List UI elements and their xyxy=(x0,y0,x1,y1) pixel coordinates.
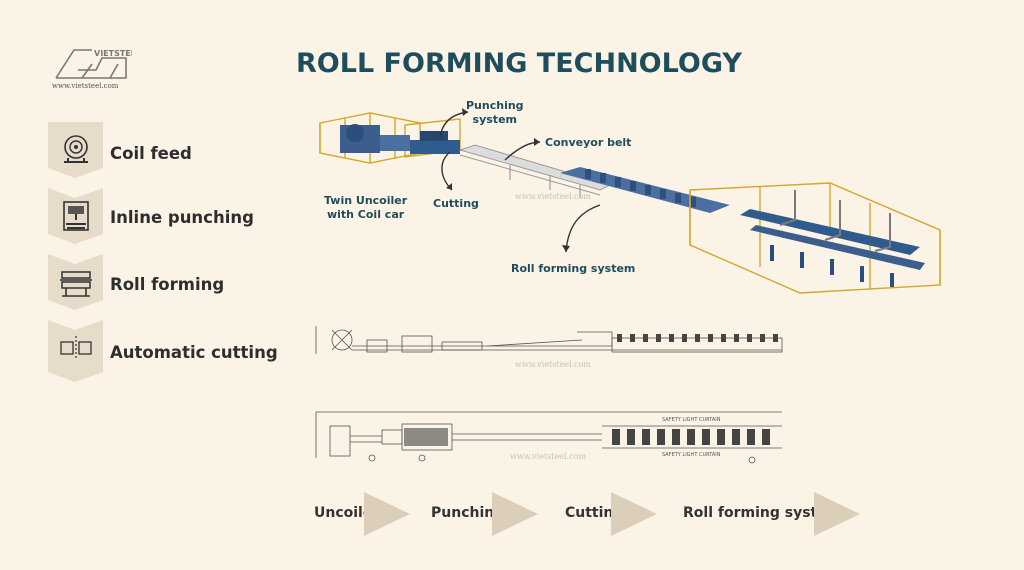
step-label: Roll forming xyxy=(110,275,225,294)
step-inline-punching xyxy=(48,188,103,244)
callout-arrows xyxy=(439,108,601,253)
step-label: Inline punching xyxy=(110,208,254,227)
chevron-shape xyxy=(48,320,103,382)
curtain-label-top: SAFETY LIGHT CURTAIN xyxy=(662,417,721,423)
watermark: www.vietsteel.com xyxy=(510,452,586,461)
brand-logo: VIETSTEEL xyxy=(52,44,132,92)
callout-conveyor-belt: Conveyor belt xyxy=(545,136,632,149)
logo-text: VIETSTEEL xyxy=(94,49,132,58)
side-elevation-drawing xyxy=(315,326,783,354)
step-roll-forming xyxy=(48,254,103,310)
roller-icon xyxy=(60,271,92,297)
watermark: www.vietsteel.com xyxy=(515,360,591,369)
flow-arrow-icon xyxy=(364,492,410,536)
page-title: ROLL FORMING TECHNOLOGY xyxy=(296,48,742,79)
step-label: Automatic cutting xyxy=(110,343,278,362)
callout-roll-forming-system: Roll forming system xyxy=(511,262,636,275)
press-icon xyxy=(63,201,89,231)
step-coil-feed xyxy=(48,122,103,178)
coil-icon xyxy=(64,135,88,163)
watermark: www.vietsteel.com xyxy=(515,192,591,201)
flow-label-roll-forming: Roll forming system xyxy=(683,505,842,521)
plan-view-drawing: SAFETY LIGHT CURTAIN SAFETY LIGHT CURTAI… xyxy=(315,411,782,464)
callout-cutting: Cutting xyxy=(433,197,479,210)
chevron-shape xyxy=(48,122,103,178)
step-label: Coil feed xyxy=(110,144,192,163)
curtain-label-bottom: SAFETY LIGHT CURTAIN xyxy=(662,452,721,458)
flow-arrow-icon xyxy=(814,492,860,536)
flow-arrow-icon xyxy=(611,492,657,536)
flow-label-punching: Punching xyxy=(431,505,505,521)
step-automatic-cutting xyxy=(48,320,103,382)
flow-label-cutting: Cutting xyxy=(565,505,624,521)
flow-label-uncoiler: Uncoiler xyxy=(314,505,380,521)
flow-arrow-icon xyxy=(492,492,538,536)
cutting-icon xyxy=(60,336,92,360)
brand-url: www.vietsteel.com xyxy=(52,82,119,90)
machine-line-illustration xyxy=(319,112,941,294)
